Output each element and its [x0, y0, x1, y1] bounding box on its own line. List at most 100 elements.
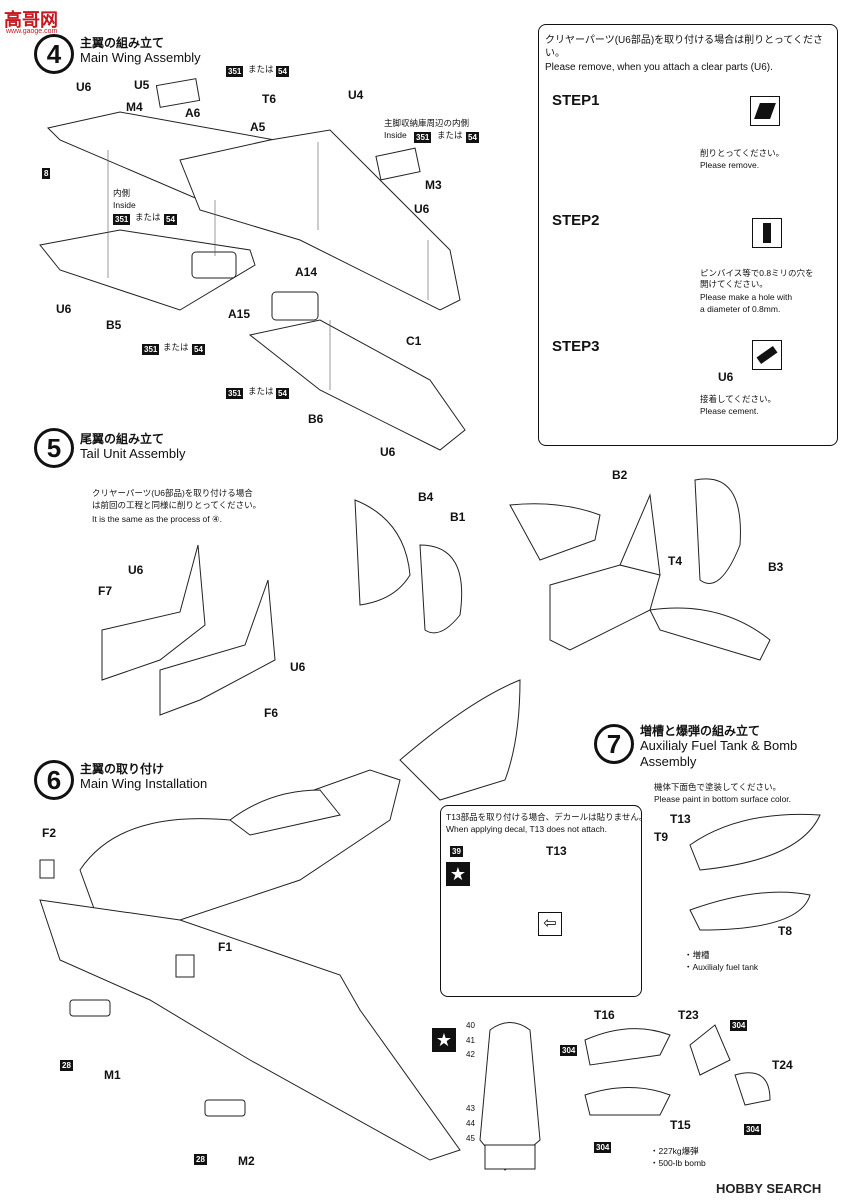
- part-f1: [175, 954, 195, 978]
- step3-label-u6: U6: [718, 370, 734, 384]
- elevator-part-b2: [509, 503, 601, 561]
- label-c1: C1: [406, 334, 422, 348]
- drop-tank-bottom-t8: [689, 891, 811, 931]
- step2-note-en2: a diameter of 0.8mm.: [700, 304, 781, 314]
- part-a14-block: [271, 291, 319, 321]
- step6-title-en: Main Wing Installation: [80, 776, 208, 791]
- label-f1: F1: [218, 940, 233, 954]
- hobbysearch-watermark: HOBBY SEARCH: [716, 1181, 822, 1196]
- label-t4: T4: [668, 554, 683, 568]
- label-a6: A6: [185, 106, 201, 120]
- label-t13: T13: [670, 812, 691, 826]
- ref-badge-304-b: 304: [730, 1020, 748, 1031]
- gear-bay-note-en: Inside: [384, 130, 407, 140]
- part-m3-plate: [375, 147, 421, 181]
- fuselage-body: [79, 769, 401, 926]
- label-t8: T8: [778, 924, 793, 938]
- step5-number: 5: [34, 428, 74, 468]
- rudder-part-b1: [419, 544, 463, 634]
- step4-title-en: Main Wing Assembly: [80, 50, 201, 65]
- color-badge-351-a15: 351: [142, 344, 160, 355]
- step5-note-en: It is the same as the process of ④.: [92, 514, 222, 524]
- color-badge-54-gear: 54: [466, 132, 479, 143]
- or-text-gear: または: [437, 130, 463, 140]
- label-t15: T15: [670, 1118, 691, 1132]
- tank-caption-jp: ・増槽: [684, 950, 710, 960]
- label-m1: M1: [104, 1068, 121, 1082]
- step2-note-en1: Please make a hole with: [700, 292, 793, 302]
- ref-badge-8: 8: [42, 168, 51, 179]
- label-b2: B2: [612, 468, 628, 482]
- ref-badge-28-b: 28: [194, 1154, 207, 1165]
- label-t6: T6: [262, 92, 277, 106]
- color-badge-54-a14: 54: [276, 388, 289, 399]
- drill-tool-icon: [752, 218, 782, 248]
- file-tool-icon: [750, 96, 780, 126]
- bomb-decal-41: 41: [466, 1036, 475, 1045]
- label-t13-decal-box: T13: [546, 844, 567, 858]
- elevator-part-b3: [649, 607, 771, 661]
- color-badge-351-gear: 351: [414, 132, 432, 143]
- step4-number: 4: [34, 34, 74, 74]
- clear-parts-box: [538, 24, 838, 446]
- ref-badge-304-a: 304: [560, 1045, 578, 1056]
- or-text-a15: または: [163, 342, 189, 352]
- label-u6-tail-b: U6: [290, 660, 306, 674]
- label-a14: A14: [295, 265, 318, 279]
- color-badge-351: 351: [113, 214, 131, 225]
- inside-note-en: Inside: [113, 200, 136, 210]
- label-u6-left: U6: [56, 302, 72, 316]
- decal-ref-39: 39: [450, 846, 463, 857]
- label-t16: T16: [594, 1008, 615, 1022]
- part-t24: [734, 1072, 771, 1106]
- part-t23: [689, 1024, 731, 1076]
- decal-note-box: [440, 805, 642, 997]
- label-m2: M2: [238, 1154, 255, 1168]
- swap-arrow-icon: ⇦: [538, 912, 562, 936]
- label-t23: T23: [678, 1008, 699, 1022]
- tail-part-f6: [159, 579, 276, 716]
- bomb-decal-43: 43: [466, 1104, 475, 1113]
- inside-note-jp: 内側: [113, 188, 131, 198]
- tank-caption-en: ・Auxilialy fuel tank: [684, 962, 759, 972]
- bomb-rack-t16: [584, 1028, 671, 1066]
- ref-badge-28-a: 28: [60, 1060, 73, 1071]
- ref-badge-304-d: 304: [594, 1142, 612, 1153]
- or-text: または: [135, 212, 161, 222]
- label-b4: B4: [418, 490, 434, 504]
- label-t24: T24: [772, 1058, 793, 1072]
- label-m4: M4: [126, 100, 143, 114]
- ref-badge-304-c: 304: [744, 1124, 762, 1135]
- label-b1: B1: [450, 510, 466, 524]
- main-wing-assembled: [39, 899, 461, 1161]
- watermark-url: www.gaoge.com: [6, 28, 58, 35]
- tail-part-f7: [101, 544, 206, 681]
- rudder-part-b4: [354, 499, 411, 606]
- tail-assembly-step6: [399, 679, 521, 801]
- part-a15-block: [191, 251, 237, 279]
- label-f6: F6: [264, 706, 279, 720]
- label-u6-right: U6: [414, 202, 430, 216]
- step3-label: STEP3: [552, 338, 600, 355]
- step3-note-jp: 接着してください。: [700, 394, 776, 404]
- label-m3: M3: [425, 178, 442, 192]
- part-f2: [39, 859, 55, 879]
- step2-note-jp: ピンバイス等で0.8ミリの穴を開けてください。: [700, 268, 814, 289]
- part-m2: [204, 1099, 246, 1117]
- label-b3: B3: [768, 560, 784, 574]
- bomb-decal-42: 42: [466, 1050, 475, 1059]
- step5-note-jp1: クリヤーパーツ(U6部品)を取り付ける場合: [92, 488, 253, 498]
- decal-box-text-en: When applying decal, T13 does not attach…: [446, 824, 607, 834]
- or-text-top: または: [248, 64, 274, 74]
- step1-note-jp: 削りとってください。: [700, 148, 785, 158]
- wing-center-part: [179, 129, 461, 311]
- clear-box-text-en: Please remove, when you attach a clear p…: [545, 62, 773, 73]
- star-insignia-icon: ★: [446, 862, 470, 886]
- cockpit-canopy: [229, 789, 341, 836]
- step1-note-en: Please remove.: [700, 160, 760, 170]
- rudder-assembled: [694, 478, 741, 584]
- label-u6: U6: [76, 80, 92, 94]
- bomb-caption-en: ・500-lb bomb: [650, 1158, 706, 1168]
- color-badge-54-top: 54: [276, 66, 289, 77]
- bomb-rack-t15: [584, 1087, 671, 1116]
